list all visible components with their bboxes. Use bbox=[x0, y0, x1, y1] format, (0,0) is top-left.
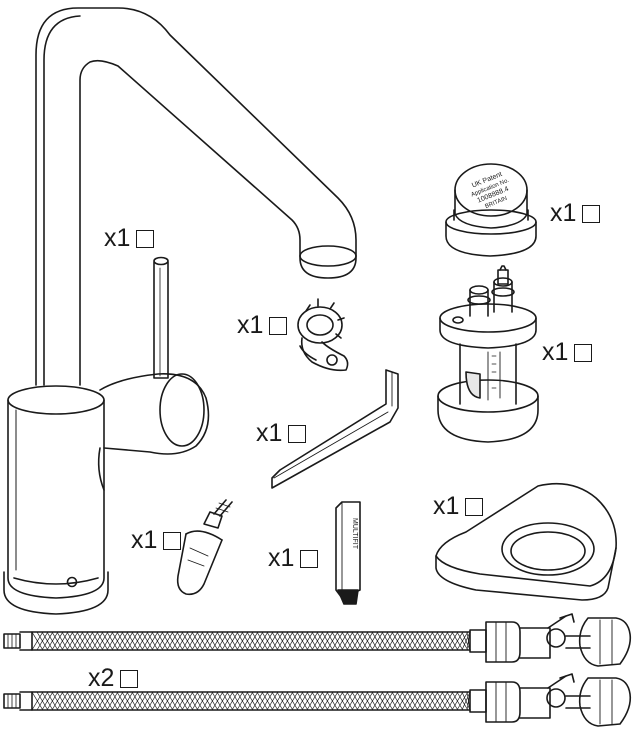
checkbox-threaded-stud[interactable] bbox=[163, 531, 182, 550]
ceramic-cartridge-drawing bbox=[437, 265, 539, 443]
qty-text: x2 bbox=[88, 664, 115, 692]
tap-body-drawing bbox=[3, 7, 357, 615]
checkbox-tap-body[interactable] bbox=[136, 229, 155, 248]
driver-engraving: MULTIFIT bbox=[351, 518, 358, 550]
hex-key-drawing bbox=[271, 369, 399, 489]
checkbox-hex-key[interactable] bbox=[288, 424, 307, 443]
checkbox-flexi-hoses[interactable] bbox=[120, 669, 139, 688]
qty-text: x1 bbox=[104, 224, 131, 252]
qty-text: x1 bbox=[131, 526, 158, 554]
qty-label-tap-body: x1 bbox=[104, 224, 155, 252]
qty-text: x1 bbox=[268, 544, 295, 572]
cartridge-cap-drawing: UK Patent Application No. 1008888.4 BRIT… bbox=[445, 163, 537, 257]
qty-text: x1 bbox=[433, 492, 460, 520]
qty-label-cartridge-cap: x1 bbox=[550, 199, 601, 227]
qty-text: x1 bbox=[542, 338, 569, 366]
checkbox-base-plate[interactable] bbox=[465, 497, 484, 516]
checkbox-spanner-key[interactable] bbox=[269, 316, 288, 335]
qty-label-hex-key: x1 bbox=[256, 419, 307, 447]
qty-text: x1 bbox=[550, 199, 577, 227]
qty-label-flexi-hoses: x2 bbox=[88, 664, 139, 692]
qty-label-hex-driver: x1 bbox=[268, 544, 319, 572]
qty-label-threaded-stud: x1 bbox=[131, 526, 182, 554]
hex-driver-drawing: MULTIFIT bbox=[335, 501, 361, 605]
checkbox-ceramic-cartridge[interactable] bbox=[574, 343, 593, 362]
qty-label-base-plate: x1 bbox=[433, 492, 484, 520]
flexi-hose-top bbox=[3, 613, 632, 667]
spanner-key-drawing bbox=[297, 298, 349, 372]
checkbox-cartridge-cap[interactable] bbox=[582, 204, 601, 223]
checkbox-hex-driver[interactable] bbox=[300, 549, 319, 568]
flexi-hose-bottom bbox=[3, 673, 632, 727]
threaded-stud-drawing bbox=[176, 499, 233, 596]
qty-text: x1 bbox=[256, 419, 283, 447]
qty-text: x1 bbox=[237, 311, 264, 339]
qty-label-spanner-key: x1 bbox=[237, 311, 288, 339]
base-plate-drawing bbox=[435, 482, 617, 601]
qty-label-ceramic-cartridge: x1 bbox=[542, 338, 593, 366]
